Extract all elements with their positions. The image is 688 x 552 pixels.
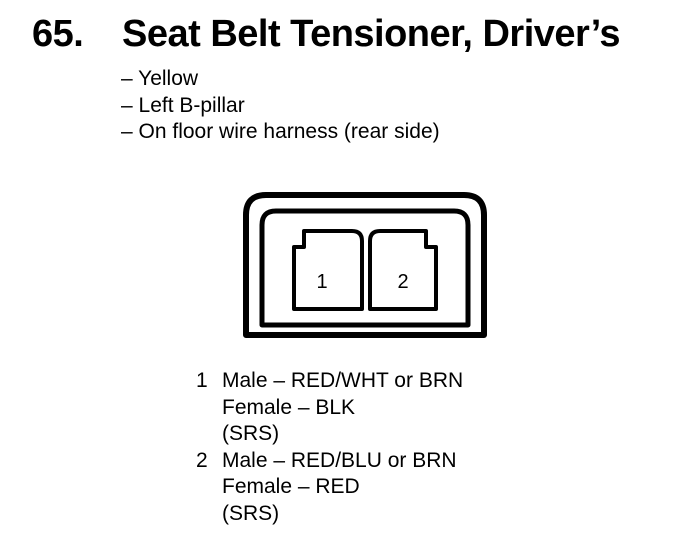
pin-wire-male: Male – RED/WHT or BRN: [222, 369, 464, 392]
pin-wire-female: Female – RED: [222, 475, 360, 499]
title-number: 65.: [32, 13, 84, 55]
pin-list: 1 Male – RED/WHT or BRN Female – BLK (SR…: [196, 368, 463, 528]
connector-housing: [243, 192, 487, 338]
pin-number: 1: [196, 369, 208, 392]
pin-1-entry: 1 Male – RED/WHT or BRN: [196, 368, 463, 395]
pin-number: 2: [196, 448, 208, 472]
pin-wire-female: Female – BLK: [222, 395, 356, 419]
pin-circuit: (SRS): [222, 501, 280, 525]
pin-cavity-1: [292, 229, 364, 311]
pin-2-label: 2: [397, 271, 408, 293]
pin-1-label: 1: [316, 271, 327, 293]
connector-details: – Yellow – Left B-pillar – On floor wire…: [121, 66, 440, 146]
detail-harness: – On floor wire harness (rear side): [121, 120, 440, 143]
pin-cavity-2: [368, 229, 438, 311]
detail-location: – Left B-pillar: [121, 93, 245, 117]
page-title: 65. Seat Belt Tensioner, Driver’s: [32, 10, 621, 58]
pin-2-entry: 2 Male – RED/BLU or BRN: [196, 448, 463, 475]
detail-color: – Yellow: [121, 67, 199, 90]
connector-lock-frame: [259, 208, 471, 328]
title-text: Seat Belt Tensioner, Driver’s: [122, 13, 621, 55]
connector-diagram: 1 2: [243, 192, 487, 338]
pin-circuit: (SRS): [222, 422, 280, 446]
pin-wire-male: Male – RED/BLU or BRN: [222, 448, 457, 472]
